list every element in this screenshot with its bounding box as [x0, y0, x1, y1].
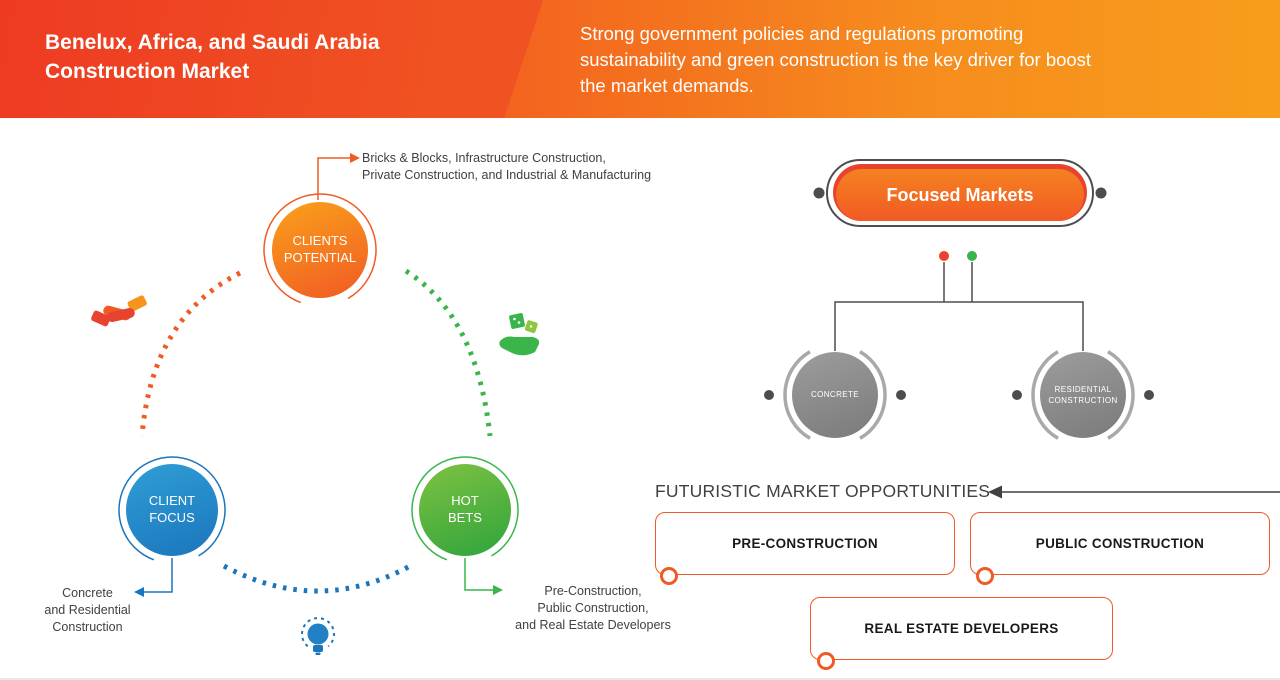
- handshake-icon: [91, 295, 147, 327]
- pill-side-dot-left: [813, 187, 825, 199]
- opportunity-label-public-construction: PUBLIC CONSTRUCTION: [1035, 536, 1205, 551]
- legend-dot-green: [967, 251, 977, 261]
- legend-dot-red: [939, 251, 949, 261]
- header-banner: Benelux, Africa, and Saudi Arabia Constr…: [0, 0, 1280, 118]
- opportunities-title: FUTURISTIC MARKET OPPORTUNITIES: [655, 481, 991, 501]
- annotation-arrow-client-focus: [134, 587, 144, 597]
- node-client-focus: CLIENT FOCUS: [126, 464, 218, 556]
- opportunity-dot-2: [976, 567, 994, 585]
- focused-markets-pill: Focused Markets: [836, 169, 1084, 221]
- dice-hand-icon: [499, 313, 540, 356]
- annotation-clients-potential: Bricks & Blocks, Infrastructure Construc…: [362, 151, 652, 182]
- header-diagonal-accent: [0, 0, 544, 118]
- opportunity-box-real-estate: REAL ESTATE DEVELOPERS: [810, 597, 1113, 660]
- tree-connector: [834, 301, 1084, 351]
- arc-concrete-right: [859, 350, 887, 440]
- dotted-arc-right: [404, 268, 493, 437]
- residential-side-dot-left: [1012, 390, 1022, 400]
- annotation-arrow-hot-bets: [493, 585, 503, 595]
- opportunity-label-real-estate: REAL ESTATE DEVELOPERS: [864, 621, 1059, 636]
- pill-side-dot-right: [1095, 187, 1107, 199]
- lightbulb-icon: [301, 617, 335, 655]
- annotation-arrow-clients-potential: [350, 153, 360, 163]
- ring-hot-bets: [411, 456, 519, 561]
- residential-side-dot-right: [1144, 390, 1154, 400]
- page-title: Benelux, Africa, and Saudi Arabia Constr…: [45, 31, 380, 83]
- concrete-side-dot-right: [896, 390, 906, 400]
- arc-residential-left: [1031, 350, 1059, 440]
- market-node-concrete-label: CONCRETE: [810, 390, 860, 400]
- annotation-line-client-focus: [144, 558, 173, 593]
- node-client-focus-label: CLIENT FOCUS: [148, 493, 196, 525]
- ring-client-focus: [118, 456, 226, 561]
- annotation-line-hot-bets: [464, 558, 493, 591]
- opportunity-box-pre-construction: PRE-CONSTRUCTION: [655, 512, 955, 575]
- node-hot-bets: HOT BETS: [419, 464, 511, 556]
- opportunity-label-pre-construction: PRE-CONSTRUCTION: [732, 536, 878, 551]
- dotted-arc-bottom: [222, 563, 412, 594]
- header-subtitle: Strong government policies and regulatio…: [580, 23, 1092, 96]
- market-node-concrete: CONCRETE: [792, 352, 878, 438]
- ring-clients-potential: [263, 193, 377, 304]
- fmo-arrow-head: [988, 485, 1002, 499]
- concrete-side-dot-left: [764, 390, 774, 400]
- node-clients-potential: CLIENTS POTENTIAL: [272, 202, 368, 298]
- market-node-residential-label: RESIDENTIAL CONSTRUCTION: [1048, 384, 1118, 405]
- market-node-residential: RESIDENTIAL CONSTRUCTION: [1040, 352, 1126, 438]
- annotation-hot-bets: Pre-Construction, Public Construction, a…: [515, 584, 671, 632]
- annotation-client-focus: Concrete and Residential Construction: [44, 586, 131, 634]
- annotation-line-clients-potential: [317, 157, 350, 200]
- arc-residential-right: [1107, 350, 1135, 440]
- opportunity-dot-1: [660, 567, 678, 585]
- opportunity-dot-3: [817, 652, 835, 670]
- opportunity-box-public-construction: PUBLIC CONSTRUCTION: [970, 512, 1270, 575]
- focused-markets-label: Focused Markets: [886, 184, 1034, 205]
- node-hot-bets-label: HOT BETS: [448, 493, 482, 525]
- node-clients-potential-label: CLIENTS POTENTIAL: [283, 233, 357, 265]
- arc-concrete-left: [783, 350, 811, 440]
- dotted-arc-left: [139, 270, 242, 437]
- focused-markets-outline: [826, 159, 1094, 227]
